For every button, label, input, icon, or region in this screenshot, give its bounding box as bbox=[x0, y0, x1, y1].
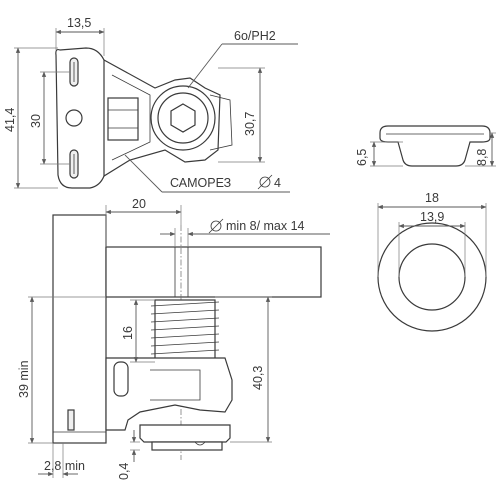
front-view: 20 min 8/ max 14 16 39 min 40,3 2,8 bbox=[17, 197, 330, 480]
dim-13-5: 13,5 bbox=[67, 16, 91, 30]
dim-39-min: 39 min bbox=[17, 360, 31, 398]
thread-lines bbox=[150, 301, 220, 355]
front-bar bbox=[105, 246, 322, 298]
dim-6-5: 6,5 bbox=[355, 149, 369, 166]
dim-18: 18 bbox=[425, 191, 439, 205]
base-foot bbox=[139, 424, 231, 443]
center-hole bbox=[65, 109, 83, 127]
top-view-slider bbox=[107, 97, 139, 141]
dim-0-4: 0,4 bbox=[117, 463, 131, 480]
dim-6o-ph2: 6o/PH2 bbox=[234, 29, 276, 43]
cap-inner-circle bbox=[398, 243, 466, 311]
dim-min-max: min 8/ max 14 bbox=[226, 219, 305, 233]
dim-2-8-min: 2,8 min bbox=[44, 459, 85, 473]
dim-40-3: 40,3 bbox=[251, 366, 265, 390]
base-cap bbox=[151, 441, 223, 451]
dim-30-7: 30,7 bbox=[243, 112, 257, 136]
cap-top-view: 18 13,9 bbox=[377, 191, 487, 332]
hex-socket bbox=[170, 103, 196, 133]
dim-16: 16 bbox=[121, 326, 135, 340]
diameter-icon-2 bbox=[208, 218, 224, 234]
dim-30: 30 bbox=[29, 114, 43, 128]
dim-41-4: 41,4 bbox=[3, 108, 17, 132]
mechanism-slot bbox=[113, 361, 129, 397]
mechanism-body bbox=[105, 357, 233, 431]
dim-20: 20 bbox=[132, 197, 146, 211]
dim-8-8: 8,8 bbox=[475, 149, 489, 166]
dim-dia-4: 4 bbox=[274, 176, 281, 190]
front-post bbox=[52, 214, 107, 444]
post-notch bbox=[67, 409, 75, 431]
dim-13-9: 13,9 bbox=[420, 210, 444, 224]
cap-side-view: 6,5 8,8 bbox=[355, 125, 496, 167]
threaded-screw bbox=[154, 299, 216, 363]
diameter-icon bbox=[257, 174, 273, 190]
top-view: 13,5 6o/PH2 41,4 30 30,7 САМОРЕЗ 4 bbox=[3, 16, 298, 193]
dim-samorez: САМОРЕЗ bbox=[170, 176, 231, 190]
